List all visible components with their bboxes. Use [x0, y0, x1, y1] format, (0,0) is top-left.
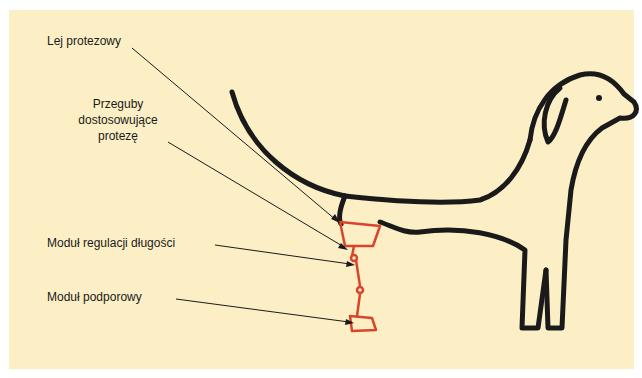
part-label: Moduł regulacji długości — [47, 235, 175, 251]
part-label: Lej protezowy — [47, 33, 121, 49]
part-label: Przeguby dostosowujące protezę — [62, 96, 174, 144]
joint — [351, 255, 357, 261]
part-label: Moduł podporowy — [47, 289, 142, 305]
dog-outline — [232, 74, 636, 328]
leader-lines — [132, 48, 355, 325]
prosthetic-socket — [340, 222, 380, 246]
joint — [357, 287, 363, 293]
support-module — [350, 316, 376, 331]
background-panel — [9, 10, 634, 369]
dog-eye — [596, 95, 602, 101]
prosthesis-rod — [352, 246, 360, 316]
prosthesis — [340, 222, 380, 331]
